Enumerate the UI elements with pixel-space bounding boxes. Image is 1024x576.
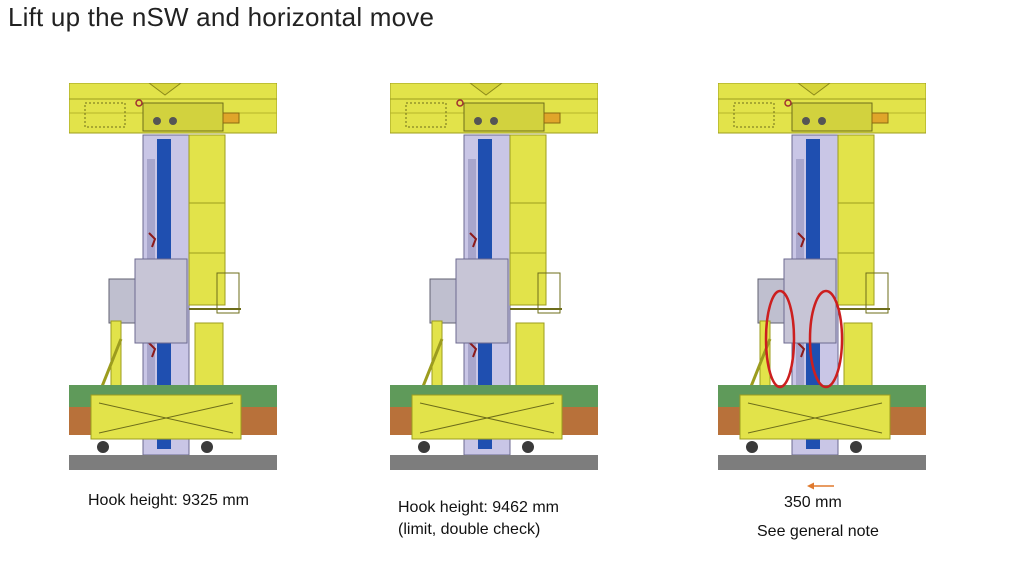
caption-horizontal-move: 350 mm <box>784 494 842 511</box>
left-arrow-icon <box>807 482 834 490</box>
caption-hook-height-2: Hook height: 9462 mm <box>398 499 559 516</box>
assembly-drawing-2 <box>390 83 598 470</box>
assembly-drawing-3 <box>718 83 926 470</box>
caption-limit-note: (limit, double check) <box>398 521 541 538</box>
highlight-ellipse-left <box>764 289 796 389</box>
assembly-drawing-1 <box>69 83 277 470</box>
caption-general-note: See general note <box>757 523 879 540</box>
highlight-ellipse-right <box>808 289 844 389</box>
highlight-overlay <box>764 289 844 389</box>
slide-title: Lift up the nSW and horizontal move <box>8 2 435 32</box>
caption-hook-height-1: Hook height: 9325 mm <box>88 492 249 509</box>
